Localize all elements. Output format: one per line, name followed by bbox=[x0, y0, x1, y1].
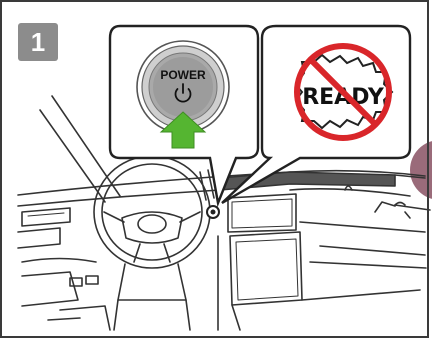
side-tab-marker bbox=[410, 140, 432, 200]
power-button-label: POWER bbox=[160, 68, 206, 82]
step-number-badge: 1 bbox=[18, 23, 58, 61]
panel-frame bbox=[0, 0, 429, 338]
power-symbol-icon bbox=[174, 83, 192, 103]
push-arrow-icon bbox=[159, 111, 207, 149]
prohibition-icon bbox=[294, 43, 392, 141]
